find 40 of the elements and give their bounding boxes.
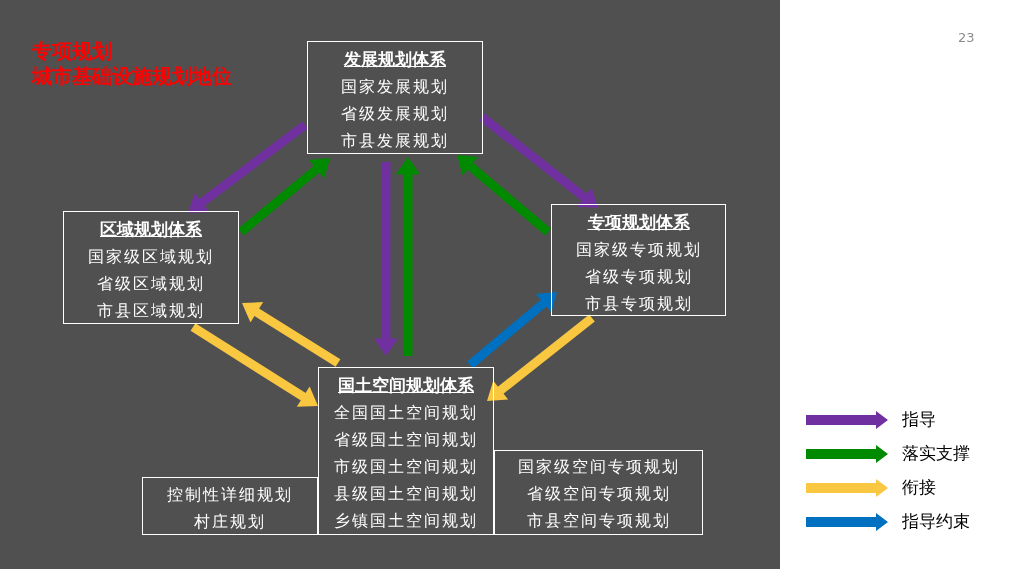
plan-item: 市县发展规划 (341, 130, 449, 152)
box-heading: 区域规划体系 (100, 218, 202, 241)
plan-item: 县级国土空间规划 (334, 483, 478, 505)
plan-item: 国家级专项规划 (575, 239, 702, 261)
plan-item: 市级国土空间规划 (334, 456, 478, 478)
slide-title: 专项规划 (32, 38, 112, 65)
plan-item: 控制性详细规划 (167, 484, 293, 506)
plan-item: 省级空间专项规划 (526, 483, 671, 505)
plan-item: 省级专项规划 (584, 266, 693, 288)
arrow (396, 157, 420, 356)
plan-item: 乡镇国土空间规划 (334, 510, 478, 532)
plan-box (63, 211, 239, 324)
arrow (374, 162, 398, 356)
plan-item: 国家级区域规划 (88, 246, 214, 268)
plan-box (318, 367, 494, 535)
plan-item: 市县区域规划 (97, 300, 205, 322)
plan-item: 国家级空间专项规划 (517, 456, 680, 478)
box-heading: 发展规划体系 (344, 48, 446, 71)
legend-label: 衔接 (902, 476, 936, 499)
legend-label: 指导约束 (902, 510, 970, 533)
plan-item: 国家发展规划 (341, 76, 449, 98)
box-heading: 国土空间规划体系 (338, 374, 474, 397)
box-heading: 专项规划体系 (587, 211, 690, 234)
plan-item: 市县专项规划 (584, 293, 693, 315)
plan-item: 市县空间专项规划 (526, 510, 671, 532)
legend-label: 指导 (902, 408, 936, 431)
legend-label: 落实支撑 (902, 442, 970, 465)
page-number: 23 (958, 30, 975, 45)
plan-box (307, 41, 483, 154)
arrow (239, 299, 341, 367)
plan-item: 省级区域规划 (97, 273, 205, 295)
plan-box (494, 450, 703, 535)
plan-item: 村庄规划 (194, 511, 266, 533)
plan-box (142, 477, 318, 535)
plan-item: 省级国土空间规划 (334, 429, 478, 451)
arrow (190, 323, 321, 410)
slide-subtitle: 城市基础设施规划地位 (32, 63, 232, 90)
plan-item: 省级发展规划 (341, 103, 449, 125)
plan-item: 全国国土空间规划 (334, 402, 478, 424)
plan-box (551, 204, 726, 316)
